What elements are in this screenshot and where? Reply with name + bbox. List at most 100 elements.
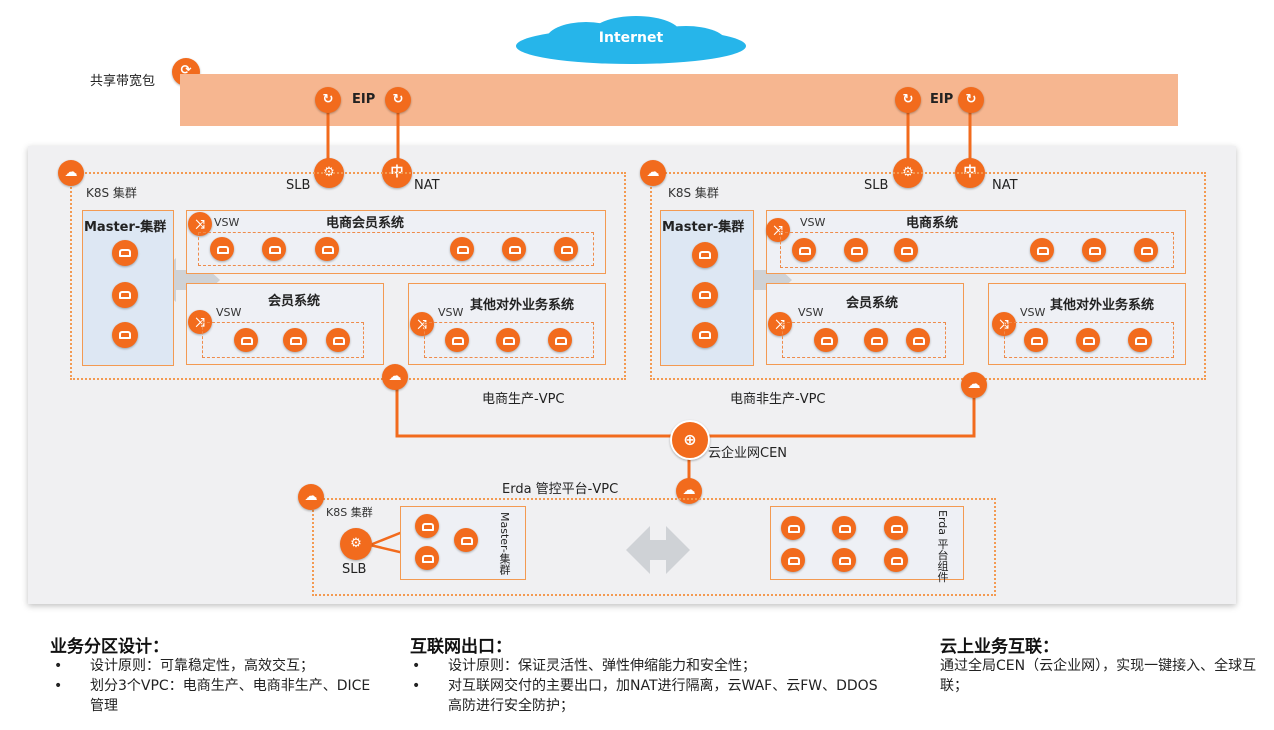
zoning-item-2: 划分3个VPC：电商生产、电商非生产、DICE管理 [52,676,382,716]
nat-label-right: NAT [992,178,1018,193]
egress-title: 互联网出口： [410,637,512,657]
prod-top-system-box [186,210,606,274]
prod-other-node-3 [548,328,572,352]
erda-master-node-2 [454,528,478,552]
prod-master-node-2 [112,282,138,308]
nonprod-vsw-label-other: VSW [1020,306,1046,319]
erda-vpc-label: Erda 管控平台-VPC [502,482,619,497]
erda-platform-node-3 [884,516,908,540]
prod-member-system-box [186,283,384,365]
bandwidth-label: 共享带宽包 [90,74,156,89]
cen-label: 云企业网CEN [708,446,788,461]
nonprod-top-system-label: 电商系统 [906,216,959,231]
nonprod-top-node-2 [844,238,868,262]
zoning-title: 业务分区设计： [50,637,169,657]
prod-vpc-router-icon: ☁ [382,364,408,390]
erda-platform-node-2 [832,516,856,540]
interconnect-text: 通过全局CEN（云企业网），实现一键接入、全球互联； [940,658,1257,694]
nat-label-left: NAT [414,178,440,193]
nonprod-member-node-3 [906,328,930,352]
eip-label-right: EIP [930,92,954,107]
nonprod-master-node-2 [692,282,718,308]
prod-other-system-label: 其他对外业务系统 [470,298,575,313]
shared-bandwidth-band [180,74,1178,126]
nonprod-vsw-icon-member: ⤨ [768,312,792,336]
internet-label: Internet [598,30,664,46]
prod-vpc-label: 电商生产-VPC [482,392,565,407]
eip-icon-right: ↻ [895,87,921,113]
nonprod-other-system-label: 其他对外业务系统 [1050,298,1155,313]
nonprod-member-system-box [766,283,964,365]
erda-master-node-3 [415,546,439,570]
prod-top-node-3 [315,237,339,261]
slb-label-right: SLB [864,178,889,193]
prod-top-node-2 [262,237,286,261]
zoning-item-1: 设计原则：可靠稳定性，高效交互； [52,656,382,676]
nonprod-top-node-1 [792,238,816,262]
nonprod-k8s-label: K8S 集群 [668,186,719,200]
prod-vsw-label-member: VSW [216,306,242,319]
erda-platform-node-6 [884,548,908,572]
prod-top-node-6 [554,237,578,261]
nat-eip-icon-right: ↻ [958,87,984,113]
egress-item-2: 对互联网交付的主要出口，加NAT进行隔离，云WAF、云FW、DDOS 高防进行安… [410,676,890,716]
prod-top-node-5 [502,237,526,261]
nonprod-k8s-icon: ☁ [640,160,666,186]
prod-other-vsw-group [424,322,594,358]
nonprod-other-node-2 [1076,328,1100,352]
prod-top-system-label: 电商会员系统 [326,216,405,231]
nonprod-top-vsw-group [780,232,1174,268]
prod-member-system-label: 会员系统 [268,294,321,309]
prod-member-node-3 [326,328,350,352]
nonprod-member-node-2 [864,328,888,352]
nonprod-vsw-label-member: VSW [798,306,824,319]
erda-platform-box [770,506,964,580]
nat-eip-icon-left: ↻ [385,87,411,113]
eip-icon-left: ↻ [315,87,341,113]
prod-k8s-label: K8S 集群 [86,186,137,200]
prod-other-node-1 [445,328,469,352]
nonprod-other-vsw-group [1004,322,1174,358]
prod-other-node-2 [496,328,520,352]
nonprod-member-system-label: 会员系统 [846,296,899,311]
eip-label-left: EIP [352,92,376,107]
prod-top-vsw-group [198,232,594,266]
cen-icon: ⊕ [670,420,710,460]
nonprod-top-system-box [766,210,1186,274]
nonprod-vpc-label: 电商非生产-VPC [730,392,826,407]
nonprod-vsw-icon-top: ⤨ [766,218,790,242]
nonprod-member-node-1 [814,328,838,352]
nonprod-vpc-box [650,172,1206,380]
erda-platform-node-1 [781,516,805,540]
nonprod-vsw-label-top: VSW [800,216,826,229]
erda-platform-node-4 [781,548,805,572]
nonprod-other-node-3 [1128,328,1152,352]
nonprod-member-vsw-group [782,322,946,358]
prod-master-label: Master-集群 [84,220,167,235]
nonprod-master-node-1 [692,242,718,268]
internet-cloud: Internet [506,14,756,70]
erda-master-node-1 [415,514,439,538]
prod-master-node-3 [112,322,138,348]
nonprod-top-node-4 [1030,238,1054,262]
egress-list: 设计原则：保证灵活性、弹性伸缩能力和安全性； 对互联网交付的主要出口，加NAT进… [410,656,890,716]
nonprod-top-node-5 [1082,238,1106,262]
erda-slb-label: SLB [342,562,367,577]
erda-slb-icon: ⚙ [340,528,372,560]
erda-k8s-icon: ☁ [298,484,324,510]
erda-platform-node-5 [832,548,856,572]
prod-k8s-icon: ☁ [58,160,84,186]
prod-member-node-1 [234,328,258,352]
prod-master-node-1 [112,240,138,266]
egress-item-1: 设计原则：保证灵活性、弹性伸缩能力和安全性； [410,656,890,676]
interconnect-title: 云上业务互联： [940,637,1059,657]
erda-vpc-box [312,498,996,596]
nonprod-top-node-6 [1134,238,1158,262]
prod-top-node-1 [210,237,234,261]
erda-platform-label: Erda 平台组件 [936,510,949,583]
prod-vsw-label-top: VSW [214,216,240,229]
nonprod-master-label: Master-集群 [662,220,745,235]
prod-member-vsw-group [202,322,364,358]
erda-master-label: Master-集群 [498,512,511,575]
prod-vpc-box [70,172,626,380]
